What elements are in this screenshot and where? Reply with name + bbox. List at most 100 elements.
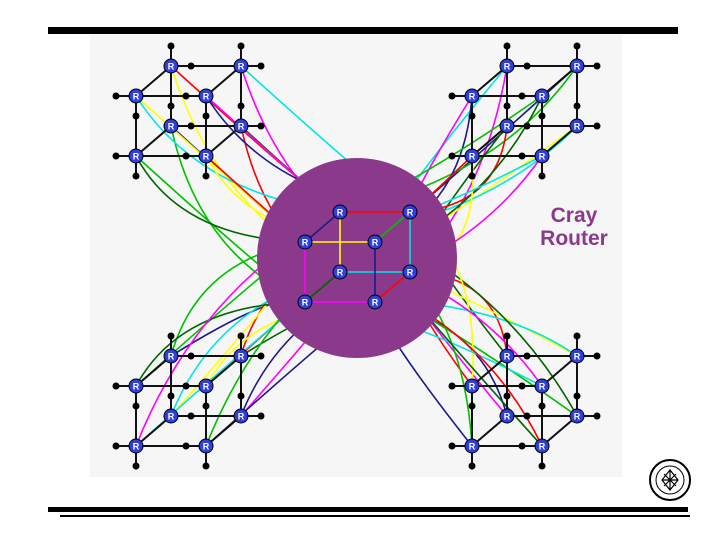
router-node: R: [499, 118, 515, 134]
router-node: R: [464, 438, 480, 454]
router-node-circle: [569, 408, 585, 424]
router-node-label: R: [504, 122, 511, 132]
router-node-circle: [499, 348, 515, 364]
router-node-label: R: [168, 122, 175, 132]
cube-terminal: [132, 112, 140, 120]
router-node-label: R: [133, 442, 140, 452]
cube-terminal: [573, 332, 581, 340]
cube-terminal: [202, 402, 210, 410]
router-node-circle: [163, 408, 179, 424]
router-node-circle: [163, 118, 179, 134]
cube-terminal: [538, 172, 546, 180]
router-node: R: [332, 264, 348, 280]
cube-terminal: [187, 412, 195, 420]
router-node-circle: [569, 58, 585, 74]
router-node: R: [163, 58, 179, 74]
cube-edge: [205, 125, 242, 157]
router-node: R: [534, 378, 550, 394]
router-node-circle: [534, 148, 550, 164]
cube-terminal: [182, 442, 190, 450]
router-node-circle: [402, 264, 418, 280]
router-node: R: [569, 408, 585, 424]
bottom-rule-thin: [60, 515, 690, 517]
cube-terminal: [503, 392, 511, 400]
router-node: R: [464, 148, 480, 164]
router-node: R: [569, 348, 585, 364]
cube-terminal: [523, 352, 531, 360]
cube-terminal: [573, 102, 581, 110]
router-disk: [257, 158, 457, 358]
router-label-line2: Router: [540, 227, 608, 250]
router-node: R: [499, 348, 515, 364]
cube-terminal: [112, 92, 120, 100]
router-node: R: [569, 118, 585, 134]
router-node-label: R: [168, 62, 175, 72]
cube-terminal: [593, 122, 601, 130]
cube-edge: [471, 415, 508, 447]
router-node-circle: [499, 408, 515, 424]
router-node-circle: [128, 88, 144, 104]
cube-terminal: [573, 42, 581, 50]
router-node-label: R: [203, 92, 210, 102]
router-node-label: R: [504, 352, 511, 362]
cube-terminal: [468, 402, 476, 410]
cube-edge: [541, 125, 578, 157]
bottom-rule: [48, 507, 688, 512]
cube-terminal: [518, 382, 526, 390]
router-node-label: R: [133, 152, 140, 162]
cube-terminal: [538, 402, 546, 410]
cube-edge: [205, 355, 242, 387]
router-wire: [304, 271, 341, 303]
router-node-circle: [198, 88, 214, 104]
router-node: R: [534, 438, 550, 454]
cube-terminal: [523, 62, 531, 70]
router-node: R: [163, 118, 179, 134]
cube-terminal: [132, 402, 140, 410]
router-node-label: R: [539, 442, 546, 452]
router-node: R: [297, 294, 313, 310]
cube-terminal: [237, 332, 245, 340]
cube-terminal: [112, 442, 120, 450]
router-node: R: [534, 148, 550, 164]
router-node-label: R: [302, 238, 309, 248]
cube-terminal: [448, 92, 456, 100]
cube-edge: [205, 65, 242, 97]
router-node-label: R: [238, 62, 245, 72]
cube-terminal: [182, 382, 190, 390]
router-node: R: [233, 58, 249, 74]
cube-terminal: [593, 62, 601, 70]
router-node: R: [163, 408, 179, 424]
cube-terminal: [538, 462, 546, 470]
router-node-label: R: [168, 412, 175, 422]
cube-terminal: [202, 462, 210, 470]
router-node-label: R: [238, 412, 245, 422]
cube-terminal: [448, 382, 456, 390]
router-node-circle: [128, 148, 144, 164]
cube-terminal: [167, 332, 175, 340]
cube-terminal: [593, 352, 601, 360]
router-node-circle: [499, 58, 515, 74]
cube-edge: [205, 415, 242, 447]
router-node-label: R: [133, 92, 140, 102]
router-node-circle: [233, 408, 249, 424]
router-node: R: [233, 348, 249, 364]
router-node-label: R: [238, 352, 245, 362]
router-node-circle: [569, 118, 585, 134]
router-node-circle: [163, 348, 179, 364]
router-node-label: R: [574, 122, 581, 132]
router-node-label: R: [539, 152, 546, 162]
router-node-circle: [332, 264, 348, 280]
router-node-circle: [233, 58, 249, 74]
router-node: R: [198, 378, 214, 394]
router-node-circle: [128, 438, 144, 454]
router-node-label: R: [302, 298, 309, 308]
router-node-circle: [534, 378, 550, 394]
cube-terminal: [237, 102, 245, 110]
router-node-circle: [198, 438, 214, 454]
router-node: R: [198, 438, 214, 454]
